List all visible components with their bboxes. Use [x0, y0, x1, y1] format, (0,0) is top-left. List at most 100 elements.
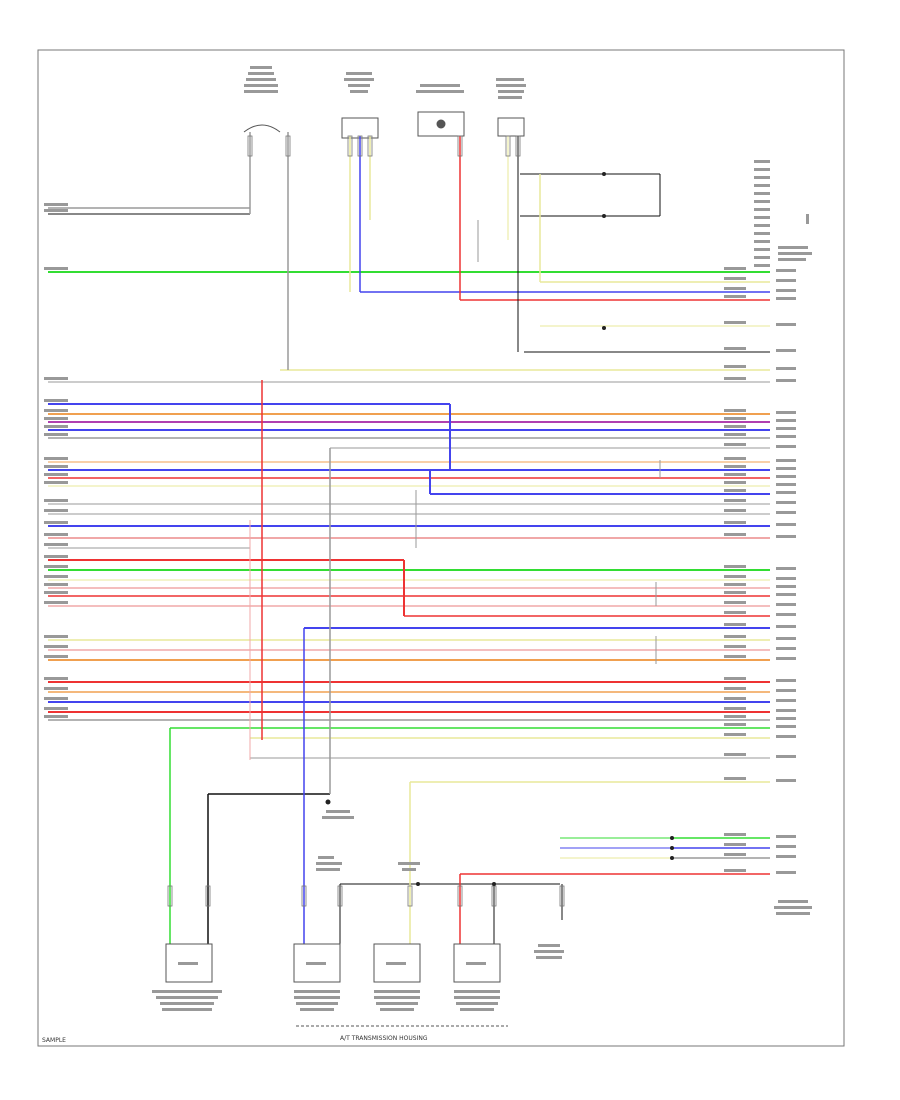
- wire-label-mark: [776, 269, 796, 272]
- terminal-stub: [367, 135, 373, 157]
- wire-label-mark: [44, 583, 68, 586]
- wire-label-mark: [44, 377, 68, 380]
- wire-label-mark: [44, 655, 68, 658]
- wire-label-mark: [776, 725, 796, 728]
- wire-label-mark: [724, 533, 746, 536]
- wire-label-mark: [724, 853, 746, 856]
- wire-label-mark: [44, 707, 68, 710]
- wire-label-mark: [776, 871, 796, 874]
- wire-label-mark: [44, 417, 68, 420]
- wire-label-mark: [44, 473, 68, 476]
- wire-label-mark: [776, 585, 796, 588]
- wire-label-mark: [776, 603, 796, 606]
- switch-box-right: [497, 117, 525, 137]
- sensor-box-left: [341, 117, 379, 139]
- terminal-stub: [337, 885, 343, 907]
- footer-left-text: SAMPLE: [42, 1037, 66, 1044]
- wire-label-mark: [724, 697, 746, 700]
- switch-component: [243, 124, 281, 133]
- wire-label-mark: [724, 733, 746, 736]
- wire-label-mark: [776, 475, 796, 478]
- wire-label-mark: [44, 509, 68, 512]
- wire-label-mark: [724, 377, 746, 380]
- wire-label-mark: [44, 425, 68, 428]
- wire-label-mark: [724, 635, 746, 638]
- wire-label-mark: [724, 869, 746, 872]
- wire-label-mark: [44, 409, 68, 412]
- wire-label-mark: [776, 367, 796, 370]
- wire-label-mark: [724, 601, 746, 604]
- wire-label-mark: [44, 645, 68, 648]
- terminal-stub: [205, 885, 211, 907]
- solenoid-box-2: [293, 943, 341, 983]
- wire-label-mark: [724, 509, 746, 512]
- wire-label-mark: [44, 677, 68, 680]
- wire-label-mark: [776, 593, 796, 596]
- wire-label-mark: [776, 717, 796, 720]
- wire-label-mark: [724, 465, 746, 468]
- wire-label-mark: [776, 289, 796, 292]
- wire-label-mark: [776, 577, 796, 580]
- wire-label-mark: [44, 565, 68, 568]
- wire-label-mark: [724, 481, 746, 484]
- wire-label-mark: [724, 521, 746, 524]
- wire-label-mark: [724, 417, 746, 420]
- right-wire-labels: [724, 267, 796, 874]
- wire-label-mark: [724, 723, 746, 726]
- wire-label-mark: [724, 287, 746, 290]
- wire-label-mark: [724, 347, 746, 350]
- wire-label-mark: [44, 481, 68, 484]
- wire-label-mark: [776, 755, 796, 758]
- vertical-wires: [167, 132, 661, 944]
- left-wire-labels: [44, 203, 68, 718]
- wire-label-mark: [776, 699, 796, 702]
- wire-label-mark: [724, 277, 746, 280]
- wire-label-mark: [776, 567, 796, 570]
- wire-label-mark: [776, 523, 796, 526]
- connector-pin-column: [754, 160, 812, 267]
- wire-label-mark: [776, 279, 796, 282]
- wire-label-mark: [44, 499, 68, 502]
- wire-label-mark: [776, 483, 796, 486]
- wire-label-mark: [724, 623, 746, 626]
- wire-label-mark: [44, 433, 68, 436]
- wire-label-mark: [776, 709, 796, 712]
- wire-label-mark: [724, 425, 746, 428]
- wire-label-mark: [776, 657, 796, 660]
- wire-label-mark: [724, 583, 746, 586]
- wire-label-mark: [776, 613, 796, 616]
- wire-label-mark: [724, 365, 746, 368]
- footer-center-text: A/T TRANSMISSION HOUSING: [340, 1035, 428, 1042]
- splice-points: [325, 172, 674, 886]
- diagram-frame: [37, 49, 845, 1047]
- wire-label-mark: [776, 679, 796, 682]
- solenoid-box-1: [165, 943, 213, 983]
- wire-label-mark: [776, 501, 796, 504]
- wire-label-mark: [776, 349, 796, 352]
- wire-label-mark: [776, 735, 796, 738]
- wire-label-mark: [776, 491, 796, 494]
- solenoid-box-3: [373, 943, 421, 983]
- wire-label-mark: [724, 473, 746, 476]
- wire-label-mark: [724, 575, 746, 578]
- wire-label-mark: [724, 833, 746, 836]
- wire-label-mark: [776, 323, 796, 326]
- wire-label-mark: [776, 625, 796, 628]
- bottom-labels: [152, 810, 812, 1011]
- wire-label-mark: [724, 443, 746, 446]
- wire-label-mark: [776, 419, 796, 422]
- wire-label-mark: [724, 321, 746, 324]
- wire-label-mark: [724, 677, 746, 680]
- wire-label-mark: [724, 645, 746, 648]
- wire-label-mark: [44, 457, 68, 460]
- wire-label-mark: [776, 297, 796, 300]
- terminal-stub: [347, 135, 353, 157]
- wire-label-mark: [44, 697, 68, 700]
- wire-label-mark: [776, 845, 796, 848]
- wire-label-mark: [44, 635, 68, 638]
- wire-label-mark: [44, 715, 68, 718]
- wire-label-mark: [724, 295, 746, 298]
- wire-label-mark: [724, 843, 746, 846]
- wire-label-mark: [776, 427, 796, 430]
